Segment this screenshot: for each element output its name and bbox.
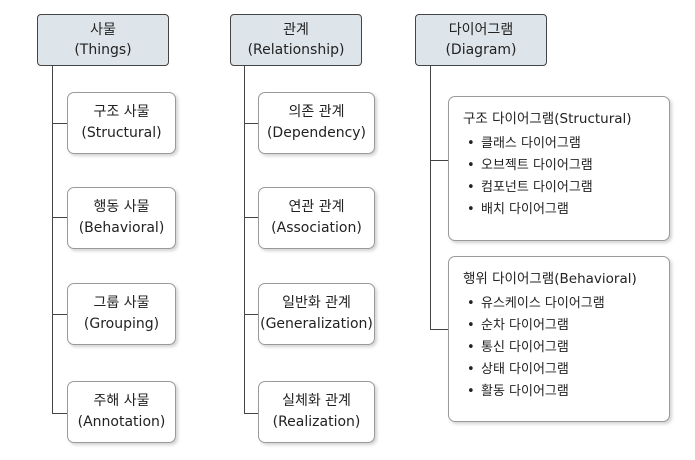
relationship-header: 관계 (Relationship) bbox=[230, 14, 362, 66]
relationship-connector-branch bbox=[244, 217, 258, 218]
list-item: • 컴포넌트 다이어그램 bbox=[467, 177, 659, 199]
list-item-label: 컴포넌트 다이어그램 bbox=[481, 180, 593, 195]
diagram-connector-trunk bbox=[430, 66, 431, 330]
list-item: • 오브젝트 다이어그램 bbox=[467, 155, 659, 177]
list-item: • 활동 다이어그램 bbox=[467, 381, 659, 403]
item-title: 주해 사물 bbox=[93, 393, 150, 409]
relationship-header-title: 관계 bbox=[283, 22, 309, 38]
relationship-connector-trunk bbox=[244, 66, 245, 414]
relationship-header-subtitle: (Relationship) bbox=[247, 42, 345, 58]
relationship-item-generalization: 일반화 관계 (Generalization) bbox=[258, 283, 375, 345]
item-subtitle: (Dependency) bbox=[266, 125, 367, 141]
diagram-header-subtitle: (Diagram) bbox=[445, 42, 517, 58]
diagram-header: 다이어그램 (Diagram) bbox=[415, 14, 547, 66]
list-item-label: 유스케이스 다이어그램 bbox=[481, 296, 605, 311]
relationship-connector-branch bbox=[244, 314, 258, 315]
relationship-item-realization: 실체화 관계 (Realization) bbox=[258, 381, 375, 443]
things-item-behavioral: 행동 사물 (Behavioral) bbox=[67, 187, 176, 249]
list-item-label: 클래스 다이어그램 bbox=[481, 136, 581, 151]
things-connector-branch bbox=[52, 314, 67, 315]
list-item: • 유스케이스 다이어그램 bbox=[467, 293, 659, 315]
behavioral-diagram-list: • 유스케이스 다이어그램 • 순차 다이어그램 • 통신 다이어그램 • 상태 다이어… bbox=[463, 293, 659, 403]
bullet-icon: • bbox=[467, 202, 475, 217]
behavioral-diagram-title: 행위 다이어그램(Behavioral) bbox=[463, 271, 637, 287]
list-item: • 통신 다이어그램 bbox=[467, 337, 659, 359]
item-subtitle: (Behavioral) bbox=[78, 220, 165, 236]
item-title: 의존 관계 bbox=[288, 104, 345, 120]
diagram-connector-branch bbox=[430, 329, 448, 330]
list-item: • 상태 다이어그램 bbox=[467, 359, 659, 381]
things-header-subtitle: (Things) bbox=[74, 42, 132, 58]
relationship-item-dependency: 의존 관계 (Dependency) bbox=[258, 92, 375, 154]
item-subtitle: (Realization) bbox=[272, 414, 361, 430]
item-title: 행동 사물 bbox=[93, 199, 150, 215]
things-connector-branch bbox=[52, 413, 67, 414]
structural-diagram-panel: 구조 다이어그램(Structural) • 클래스 다이어그램 • 오브젝트 다이… bbox=[448, 96, 670, 241]
item-title: 그룹 사물 bbox=[93, 295, 150, 311]
things-connector-trunk bbox=[52, 66, 53, 414]
bullet-icon: • bbox=[467, 340, 475, 355]
things-connector-branch bbox=[52, 123, 67, 124]
item-subtitle: (Grouping) bbox=[83, 316, 160, 332]
things-item-structural: 구조 사물 (Structural) bbox=[67, 92, 176, 154]
list-item: • 클래스 다이어그램 bbox=[467, 133, 659, 155]
item-title: 실체화 관계 bbox=[282, 393, 351, 409]
list-item-label: 활동 다이어그램 bbox=[481, 384, 569, 399]
bullet-icon: • bbox=[467, 296, 475, 311]
bullet-icon: • bbox=[467, 136, 475, 151]
relationship-connector-branch bbox=[244, 413, 258, 414]
things-header-title: 사물 bbox=[90, 22, 116, 38]
list-item-label: 통신 다이어그램 bbox=[481, 340, 569, 355]
bullet-icon: • bbox=[467, 158, 475, 173]
list-item: • 배치 다이어그램 bbox=[467, 199, 659, 221]
relationship-item-association: 연관 관계 (Association) bbox=[258, 187, 375, 249]
bullet-icon: • bbox=[467, 362, 475, 377]
structural-diagram-title: 구조 다이어그램(Structural) bbox=[463, 111, 632, 127]
item-subtitle: (Association) bbox=[271, 220, 362, 236]
item-subtitle: (Annotation) bbox=[77, 414, 166, 430]
list-item-label: 상태 다이어그램 bbox=[481, 362, 569, 377]
behavioral-diagram-panel: 행위 다이어그램(Behavioral) • 유스케이스 다이어그램 • 순차 다이… bbox=[448, 256, 670, 422]
list-item-label: 순차 다이어그램 bbox=[481, 318, 569, 333]
list-item-label: 배치 다이어그램 bbox=[481, 202, 569, 217]
item-title: 연관 관계 bbox=[288, 199, 345, 215]
list-item: • 순차 다이어그램 bbox=[467, 315, 659, 337]
bullet-icon: • bbox=[467, 318, 475, 333]
things-header: 사물 (Things) bbox=[37, 14, 169, 66]
item-subtitle: (Structural) bbox=[81, 125, 162, 141]
list-item-label: 오브젝트 다이어그램 bbox=[481, 158, 593, 173]
item-subtitle: (Generalization) bbox=[260, 316, 373, 332]
structural-diagram-list: • 클래스 다이어그램 • 오브젝트 다이어그램 • 컴포넌트 다이어그램 • 배치 다… bbox=[463, 133, 659, 221]
things-item-grouping: 그룹 사물 (Grouping) bbox=[67, 283, 176, 345]
things-item-annotation: 주해 사물 (Annotation) bbox=[67, 381, 176, 443]
item-title: 구조 사물 bbox=[93, 104, 150, 120]
bullet-icon: • bbox=[467, 180, 475, 195]
item-title: 일반화 관계 bbox=[282, 295, 351, 311]
things-connector-branch bbox=[52, 217, 67, 218]
diagram-connector-branch bbox=[430, 160, 448, 161]
diagram-header-title: 다이어그램 bbox=[448, 22, 514, 38]
relationship-connector-branch bbox=[244, 123, 258, 124]
bullet-icon: • bbox=[467, 384, 475, 399]
